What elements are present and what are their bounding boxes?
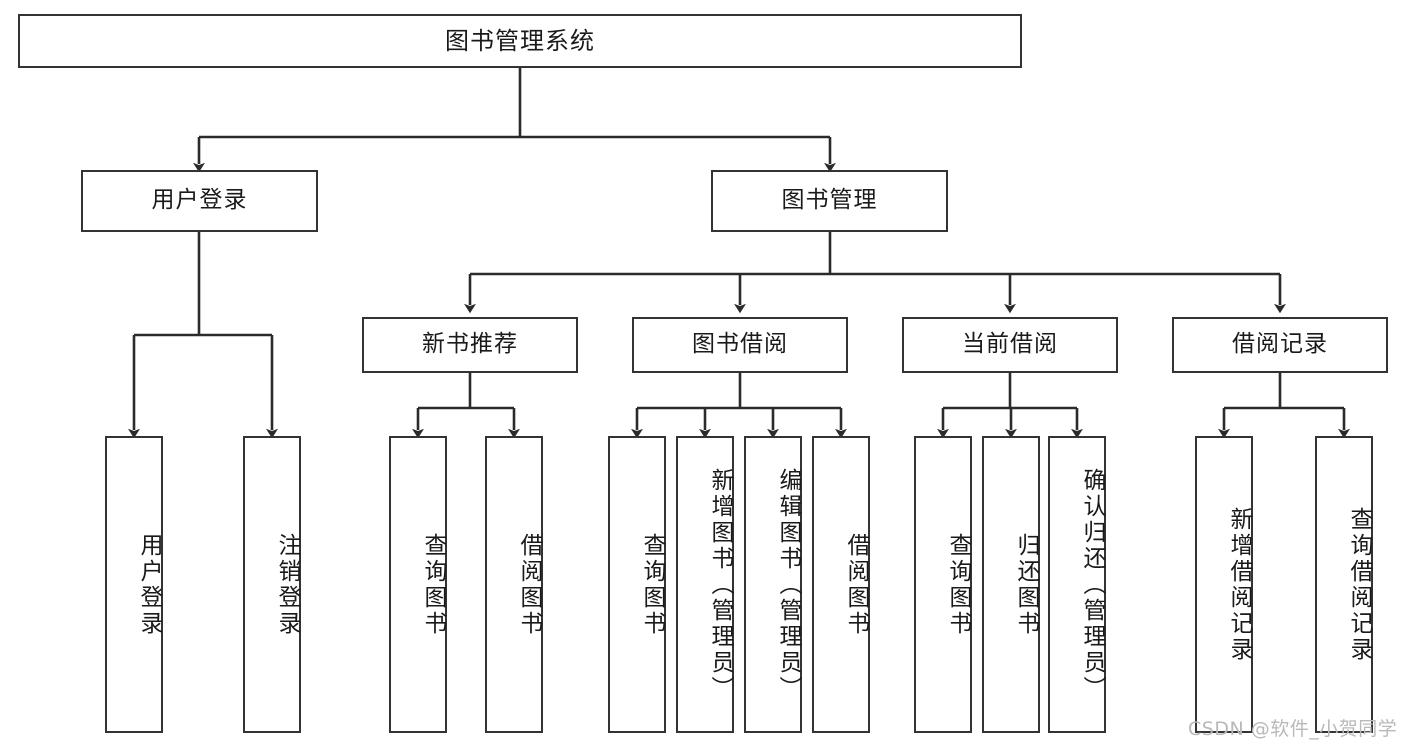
node-label: 图书管理系统 xyxy=(445,26,595,55)
node-leaf-borrow-book[interactable]: 借阅图书 xyxy=(812,436,870,733)
watermark-csdn: CSDN @软件_小贺同学 xyxy=(1188,718,1398,740)
node-leaf-query-book-current[interactable]: 查询图书 xyxy=(914,436,972,733)
node-leaf-add-book[interactable]: 新增图书（管理员） xyxy=(676,436,734,733)
node-leaf-query-book-borrow[interactable]: 查询图书 xyxy=(608,436,666,733)
node-leaf-query-book-recommend[interactable]: 查询图书 xyxy=(389,436,447,733)
node-leaf-logout-login[interactable]: 注销登录 xyxy=(243,436,301,733)
node-label: 确认归还（管理员） xyxy=(1079,467,1105,702)
node-label: 用户登录 xyxy=(136,532,162,637)
node-leaf-confirm-return[interactable]: 确认归还（管理员） xyxy=(1048,436,1106,733)
node-label: 借阅记录 xyxy=(1232,331,1328,358)
node-label: 新书推荐 xyxy=(422,331,518,358)
node-leaf-borrow-book-recommend[interactable]: 借阅图书 xyxy=(485,436,543,733)
node-new-book-recommend[interactable]: 新书推荐 xyxy=(362,317,578,373)
node-label: 当前借阅 xyxy=(962,331,1058,358)
node-leaf-edit-book[interactable]: 编辑图书（管理员） xyxy=(744,436,802,733)
node-leaf-user-login[interactable]: 用户登录 xyxy=(105,436,163,733)
node-label: 借阅图书 xyxy=(516,532,542,637)
node-leaf-return-book[interactable]: 归还图书 xyxy=(982,436,1040,733)
node-label: 查询图书 xyxy=(945,532,971,637)
node-label: 用户登录 xyxy=(151,187,248,214)
node-label: 归还图书 xyxy=(1013,532,1039,637)
node-leaf-query-borrow-record[interactable]: 查询借阅记录 xyxy=(1315,436,1373,733)
node-label: 图书借阅 xyxy=(692,331,788,358)
node-borrow-record[interactable]: 借阅记录 xyxy=(1172,317,1388,373)
node-current-borrow[interactable]: 当前借阅 xyxy=(902,317,1118,373)
node-label: 借阅图书 xyxy=(843,532,869,637)
node-book-management[interactable]: 图书管理 xyxy=(711,170,948,232)
node-label: 编辑图书（管理员） xyxy=(775,467,801,702)
node-root-book-management-system[interactable]: 图书管理系统 xyxy=(18,14,1022,68)
node-user-login[interactable]: 用户登录 xyxy=(81,170,318,232)
node-book-borrow[interactable]: 图书借阅 xyxy=(632,317,848,373)
node-label: 新增借阅记录 xyxy=(1226,506,1252,663)
node-label: 查询图书 xyxy=(639,532,665,637)
node-label: 图书管理 xyxy=(781,187,878,214)
node-label: 注销登录 xyxy=(274,532,300,637)
node-leaf-add-borrow-record[interactable]: 新增借阅记录 xyxy=(1195,436,1253,733)
node-label: 新增图书（管理员） xyxy=(707,467,733,702)
node-label: 查询图书 xyxy=(420,532,446,637)
node-label: 查询借阅记录 xyxy=(1346,506,1372,663)
